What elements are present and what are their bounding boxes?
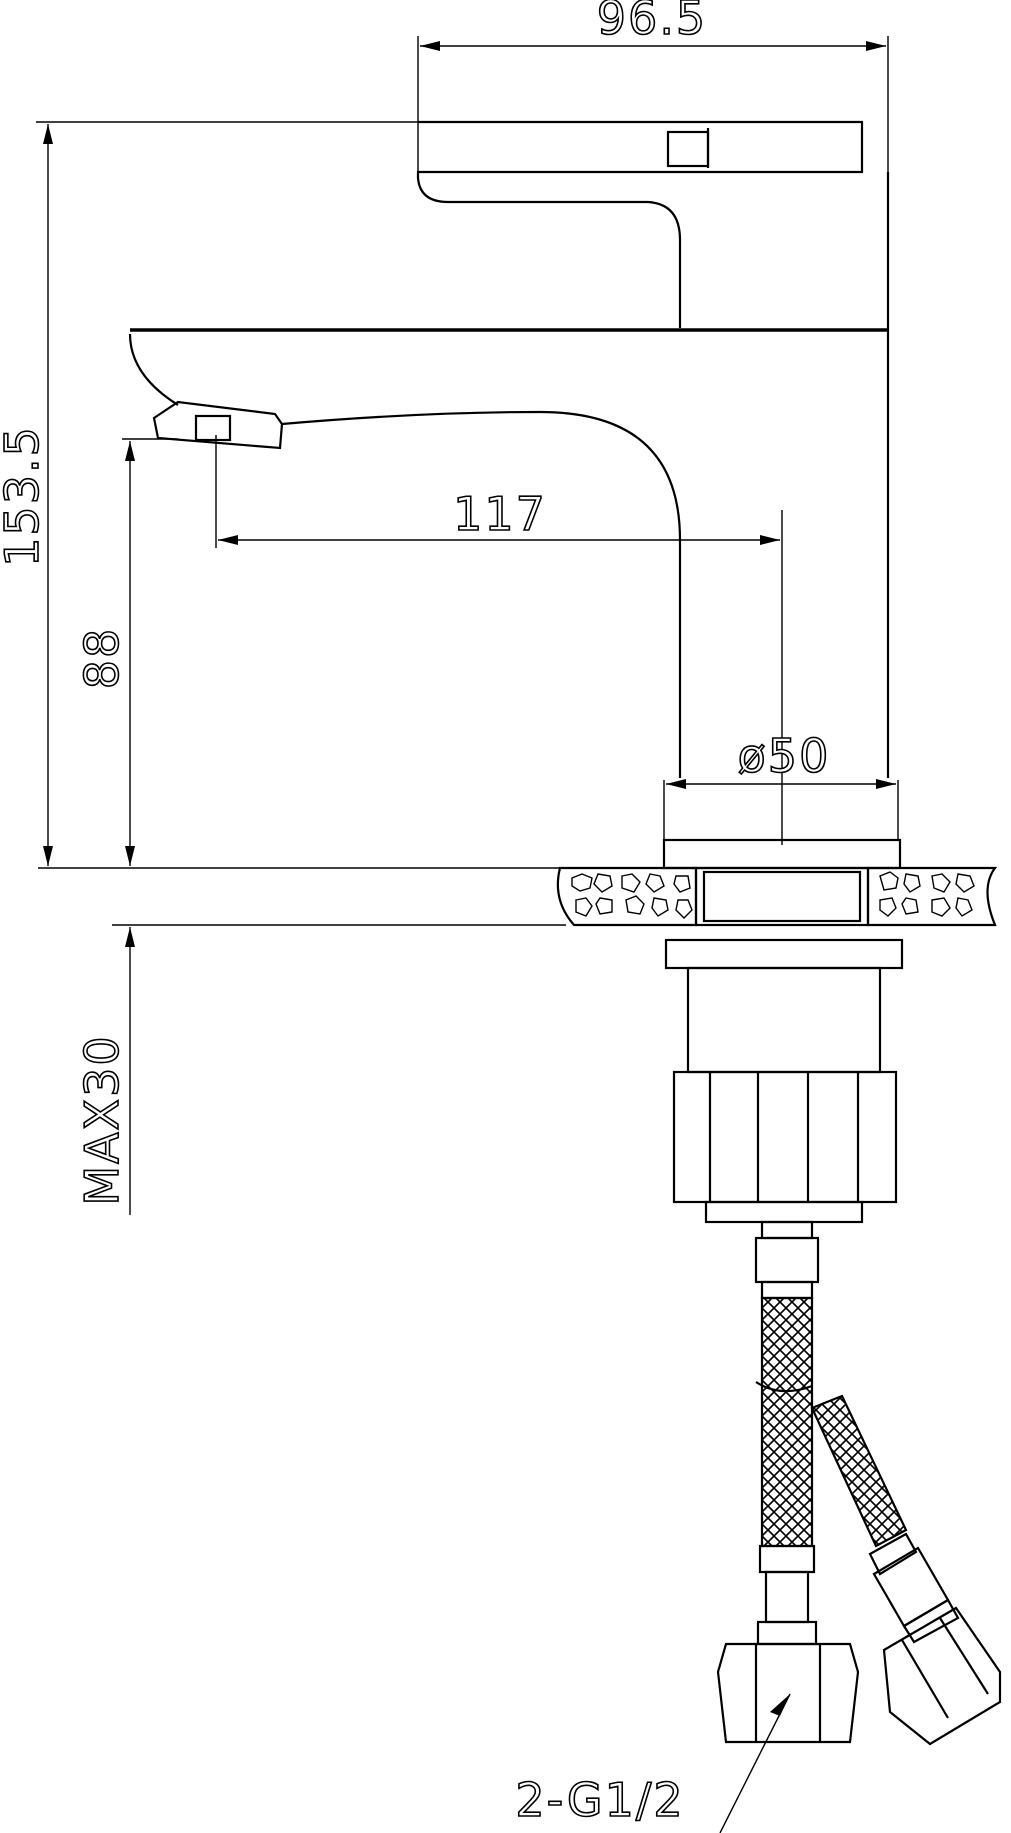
dim-label-153-5: 153.5 bbox=[0, 425, 49, 567]
dim-label-diameter-50: ø50 bbox=[738, 729, 831, 783]
deck-reference-lines bbox=[38, 867, 668, 926]
dim-label-96-5: 96.5 bbox=[597, 0, 707, 45]
faucet-body bbox=[128, 172, 890, 778]
supply-hose-angled bbox=[810, 1394, 960, 1644]
mounting-shank bbox=[694, 866, 870, 927]
thread-leader-line bbox=[719, 1693, 791, 1833]
dim-label-117: 117 bbox=[453, 487, 547, 541]
dimension-88 bbox=[122, 438, 178, 866]
supply-hose-straight bbox=[755, 1296, 818, 1646]
faucet-handle bbox=[416, 120, 864, 328]
aerator bbox=[152, 400, 284, 450]
hex-nut-straight bbox=[716, 1642, 860, 1744]
dimension-153-5 bbox=[36, 121, 715, 866]
dim-label-thread: 2-G1/2 bbox=[515, 1773, 684, 1827]
dimension-96-5 bbox=[417, 36, 889, 178]
hex-nut-angled bbox=[882, 1606, 1002, 1746]
hose-fitting-top bbox=[754, 1220, 820, 1300]
dim-label-88: 88 bbox=[75, 627, 129, 690]
stone-texture bbox=[571, 871, 975, 919]
mounting-nut bbox=[664, 938, 904, 1224]
dimension-50 bbox=[663, 779, 899, 840]
deck-slab bbox=[556, 866, 998, 927]
dim-label-max30: MAX30 bbox=[75, 1034, 129, 1205]
dimension-117 bbox=[215, 435, 783, 845]
